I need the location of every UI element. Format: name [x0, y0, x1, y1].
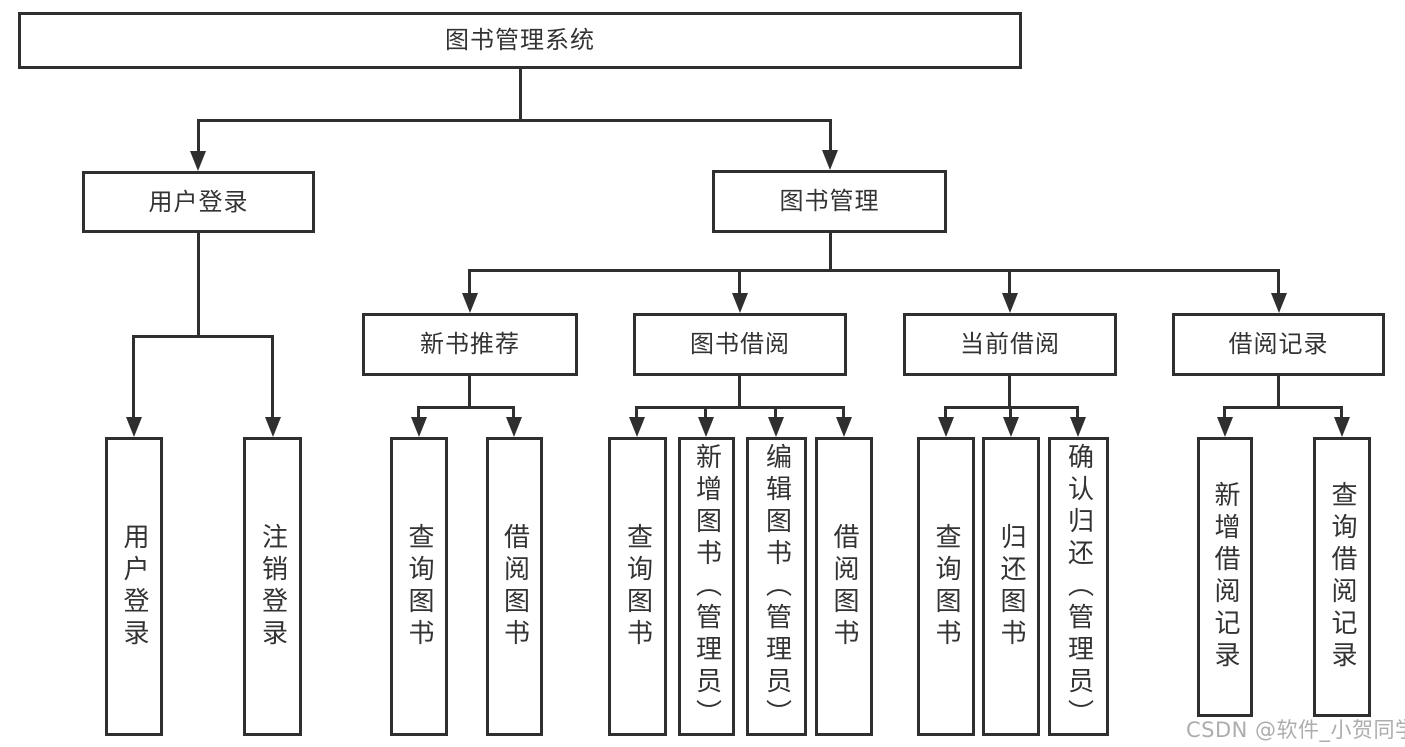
- connector-line: [271, 335, 274, 419]
- connector-line: [774, 406, 777, 420]
- connector-line: [468, 269, 471, 296]
- connector-line: [132, 335, 135, 419]
- connector-line: [1076, 406, 1079, 420]
- connector-line: [519, 68, 522, 121]
- connector-arrowhead: [1334, 417, 1350, 437]
- connector-line: [1277, 269, 1280, 296]
- leaf-confirm-return-admin: 确认归还（管理员）: [1048, 437, 1109, 736]
- connector-arrowhead: [732, 293, 748, 313]
- connector-line: [417, 406, 420, 420]
- connector-line: [197, 233, 200, 337]
- connector-arrowhead: [822, 150, 838, 170]
- connector-line: [1277, 376, 1280, 408]
- connector-line: [468, 376, 471, 408]
- connector-line: [829, 233, 832, 271]
- connector-arrowhead: [265, 417, 281, 437]
- leaf-query-books-current: 查询图书: [917, 437, 975, 736]
- connector-arrowhead: [1070, 417, 1086, 437]
- connector-line: [468, 269, 1280, 272]
- connector-line: [1223, 406, 1343, 409]
- connector-arrowhead: [836, 417, 852, 437]
- connector-line: [944, 406, 947, 420]
- leaf-borrow-books: 借阅图书: [815, 437, 873, 736]
- node-current-borrowing: 当前借阅: [903, 313, 1117, 376]
- leaf-edit-books-admin: 编辑图书（管理员）: [746, 437, 807, 736]
- connector-arrowhead: [938, 417, 954, 437]
- leaf-query-books-rec: 查询图书: [390, 437, 448, 736]
- leaf-query-books-borrow: 查询图书: [608, 437, 667, 736]
- leaf-add-borrow-record: 新增借阅记录: [1197, 437, 1253, 717]
- connector-line: [417, 406, 515, 409]
- connector-line: [1009, 406, 1012, 420]
- leaf-borrow-books-rec: 借阅图书: [486, 437, 543, 736]
- connector-line: [635, 406, 845, 409]
- connector-line: [829, 119, 832, 152]
- connector-arrowhead: [1217, 417, 1233, 437]
- connector-line: [197, 119, 200, 153]
- node-book-management: 图书管理: [712, 170, 947, 233]
- connector-line: [842, 406, 845, 420]
- leaf-user-login: 用户登录: [105, 437, 163, 736]
- connector-line: [738, 376, 741, 408]
- node-new-book-recommend: 新书推荐: [362, 313, 578, 376]
- connector-line: [197, 119, 832, 122]
- leaf-add-books-admin: 新增图书（管理员）: [678, 437, 735, 736]
- connector-line: [132, 335, 274, 338]
- node-user-login: 用户登录: [82, 171, 315, 233]
- connector-line: [738, 269, 741, 296]
- connector-arrowhead: [1271, 293, 1287, 313]
- connector-line: [1340, 406, 1343, 420]
- connector-line: [635, 406, 638, 420]
- connector-arrowhead: [462, 293, 478, 313]
- leaf-return-books: 归还图书: [982, 437, 1040, 736]
- connector-line: [1223, 406, 1226, 420]
- connector-line: [512, 406, 515, 420]
- node-borrow-records: 借阅记录: [1172, 313, 1385, 376]
- connector-arrowhead: [698, 417, 714, 437]
- connector-line: [1008, 376, 1011, 408]
- connector-arrowhead: [1002, 293, 1018, 313]
- connector-arrowhead: [190, 151, 206, 171]
- connector-arrowhead: [126, 417, 142, 437]
- leaf-query-borrow-record: 查询借阅记录: [1313, 437, 1371, 717]
- connector-arrowhead: [629, 417, 645, 437]
- connector-arrowhead: [411, 417, 427, 437]
- node-library-system: 图书管理系统: [18, 12, 1022, 69]
- connector-line: [1008, 269, 1011, 296]
- connector-arrowhead: [1003, 417, 1019, 437]
- connector-arrowhead: [506, 417, 522, 437]
- leaf-logout: 注销登录: [243, 437, 302, 736]
- connector-line: [704, 406, 707, 420]
- connector-arrowhead: [768, 417, 784, 437]
- csdn-watermark: CSDN @软件_小贺同学: [1186, 718, 1405, 742]
- node-book-borrowing: 图书借阅: [633, 313, 847, 376]
